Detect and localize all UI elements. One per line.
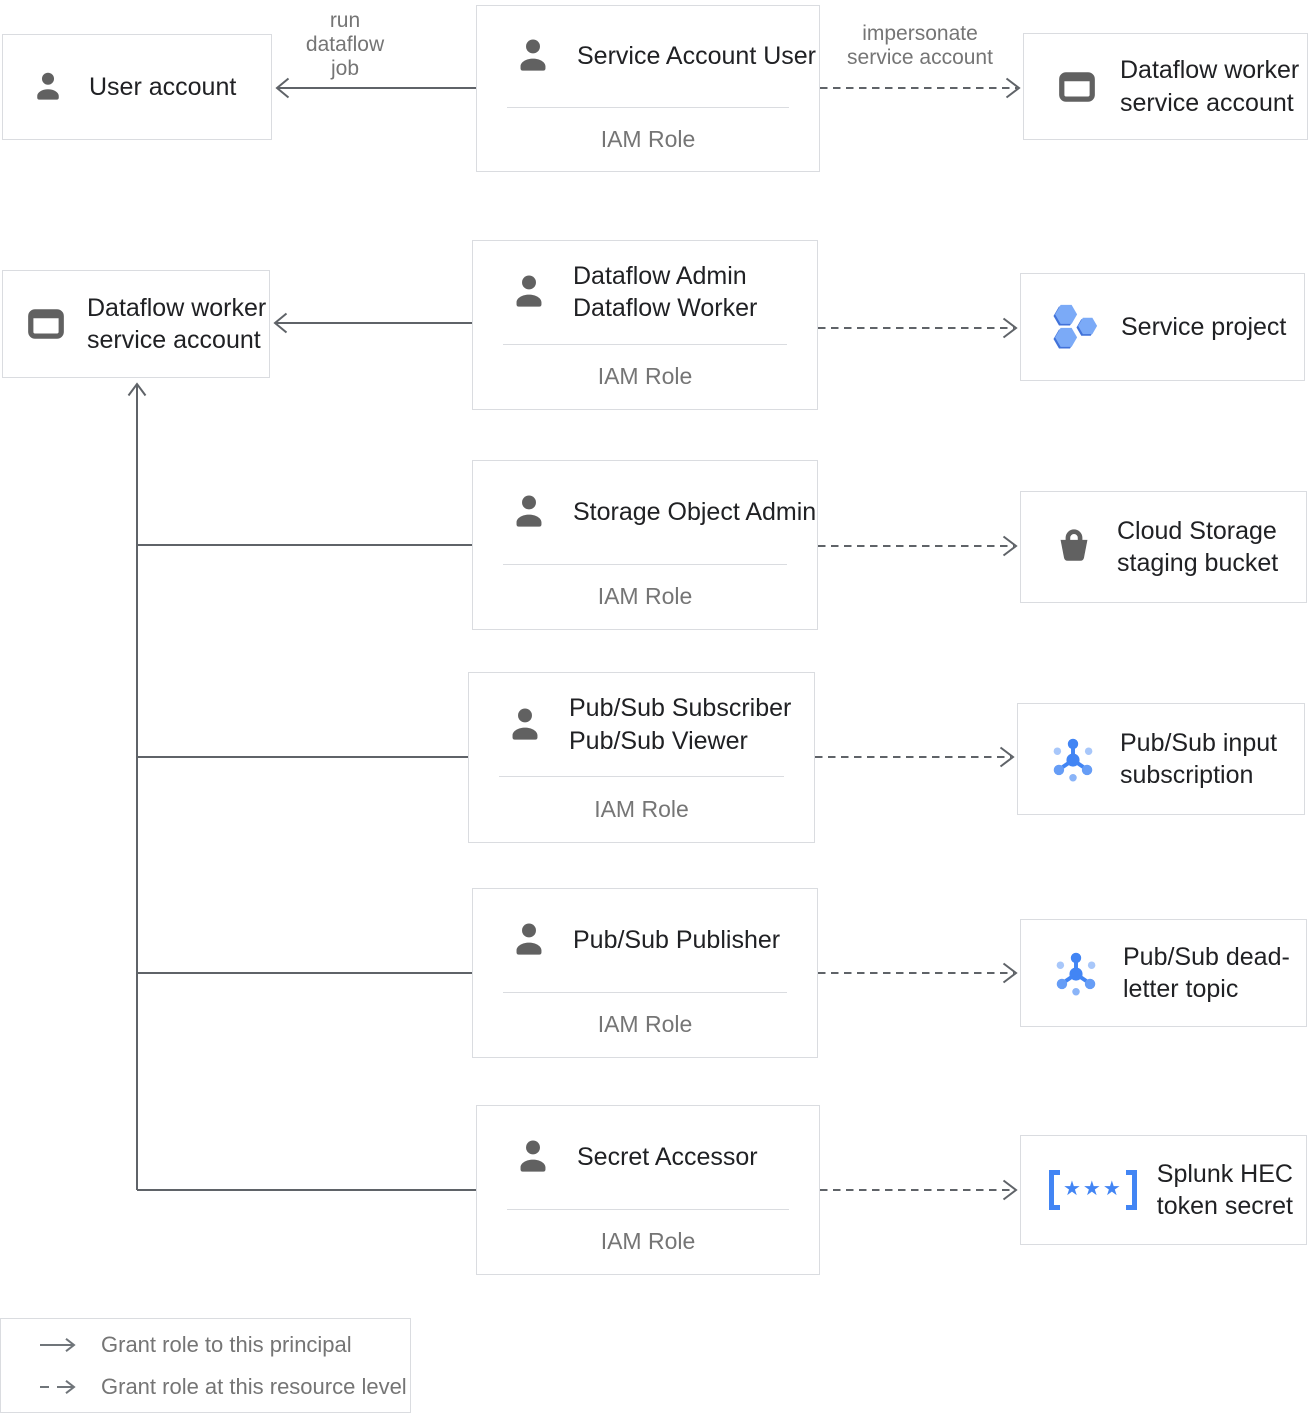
role-title-line: Pub/Sub Subscriber — [569, 694, 792, 723]
arrowhead-service-project — [1002, 317, 1018, 339]
bracket-right — [1125, 1170, 1137, 1210]
role-box-service-account-user: Service Account User IAM Role — [476, 5, 820, 172]
role-box-storage-object-admin: Storage Object Admin IAM Role — [472, 460, 818, 630]
role-title: Storage Object Admin — [573, 496, 816, 529]
role-main: Pub/Sub Subscriber Pub/Sub Viewer — [469, 673, 814, 776]
role-title: Secret Accessor — [577, 1141, 758, 1174]
solid-arrow-icon — [37, 1335, 83, 1355]
arrowhead-input-subscription — [999, 746, 1015, 768]
role-box-pubsub-publisher: Pub/Sub Publisher IAM Role — [472, 888, 818, 1058]
role-title: Pub/Sub Subscriber Pub/Sub Viewer — [569, 692, 791, 757]
iam-role-label: IAM Role — [597, 583, 693, 610]
legend-label: Grant role to this principal — [101, 1331, 352, 1357]
storage-bucket-icon — [1053, 526, 1095, 568]
arrowhead-staging-bucket — [1002, 535, 1018, 557]
bracket-left — [1049, 1170, 1060, 1210]
legend-row-solid: Grant role to this principal — [37, 1332, 410, 1358]
pubsub-icon — [1051, 948, 1101, 998]
arrowhead-grant-tree — [127, 382, 147, 397]
divider — [507, 1208, 789, 1210]
service-account-icon — [1056, 66, 1098, 108]
divider — [503, 991, 787, 993]
dataflow-worker-sa-box-left: Dataflow worker service account — [2, 270, 270, 378]
resource-label: Pub/Sub dead-letter topic — [1123, 942, 1290, 1004]
secret-manager-icon: ★★★ — [1049, 1170, 1137, 1210]
edge-label-run-dataflow-job: run dataflow job — [305, 9, 385, 80]
cloud-storage-bucket-box: Cloud Storage staging bucket — [1020, 491, 1307, 603]
role-title: Service Account User — [577, 40, 816, 73]
resource-label: Dataflow worker service account — [1120, 56, 1300, 117]
secret-stars: ★★★ — [1063, 1178, 1123, 1200]
pubsub-input-subscription-box: Pub/Sub input subscription — [1017, 703, 1305, 815]
divider — [503, 343, 787, 345]
service-account-icon — [25, 303, 67, 345]
role-main: Pub/Sub Publisher — [473, 889, 817, 992]
legend: Grant role to this principal Grant role … — [0, 1318, 411, 1413]
iam-role-label: IAM Role — [597, 363, 693, 390]
iam-role-label: IAM Role — [600, 1228, 696, 1255]
role-main: Secret Accessor — [477, 1106, 819, 1209]
principal-label: Dataflow worker service account — [87, 293, 267, 355]
legend-label: Grant role at this resource level — [101, 1373, 407, 1399]
role-title-line: Service Account User — [577, 42, 816, 71]
role-box-secret-accessor: Secret Accessor IAM Role — [476, 1105, 820, 1275]
divider — [503, 563, 787, 565]
role-main: Service Account User — [477, 6, 819, 107]
role-title: Pub/Sub Publisher — [573, 924, 780, 957]
person-icon — [503, 703, 547, 747]
resource-label: Pub/Sub input subscription — [1120, 728, 1278, 790]
iam-role-label: IAM Role — [600, 125, 696, 152]
role-box-dataflow-admin-worker: Dataflow Admin Dataflow Worker IAM Role — [472, 240, 818, 410]
resource-label: Cloud Storage staging bucket — [1117, 516, 1279, 578]
dataflow-worker-sa-box-top: Dataflow worker service account — [1023, 33, 1308, 140]
resource-label: Splunk HEC token secret — [1156, 1159, 1293, 1221]
splunk-hec-token-secret-box: ★★★ Splunk HEC token secret — [1020, 1135, 1307, 1245]
role-title: Dataflow Admin Dataflow Worker — [573, 260, 757, 325]
arrowhead-impersonate — [1005, 77, 1021, 99]
role-title-line: Dataflow Worker — [573, 294, 758, 323]
user-account-label: User account — [89, 72, 237, 101]
pubsub-icon — [1048, 734, 1098, 784]
role-main: Dataflow Admin Dataflow Worker — [473, 241, 817, 344]
edge-label-impersonate: impersonate service account — [847, 22, 993, 69]
dashed-arrow-icon — [37, 1377, 83, 1397]
person-icon — [507, 918, 551, 962]
arrowhead-dead-letter-topic — [1002, 962, 1018, 984]
service-project-box: Service project — [1020, 273, 1305, 381]
resource-label: Service project — [1121, 312, 1287, 341]
divider — [507, 106, 789, 108]
arrowhead-token-secret — [1002, 1179, 1018, 1201]
legend-row-dashed: Grant role at this resource level — [37, 1374, 410, 1400]
divider — [499, 776, 784, 778]
person-icon — [507, 490, 551, 534]
role-box-pubsub-subscriber-viewer: Pub/Sub Subscriber Pub/Sub Viewer IAM Ro… — [468, 672, 815, 843]
arrowhead-grant-dataflow-admin — [273, 312, 288, 334]
role-title-line: Storage Object Admin — [573, 498, 817, 527]
person-icon — [29, 68, 67, 106]
user-account-box: User account — [2, 34, 272, 140]
arrowhead-run-dataflow-job — [275, 77, 290, 99]
project-hexagons-icon — [1051, 303, 1099, 351]
person-icon — [511, 34, 555, 78]
pubsub-dead-letter-topic-box: Pub/Sub dead-letter topic — [1020, 919, 1307, 1027]
iam-role-label: IAM Role — [594, 796, 689, 823]
role-title-line: Secret Accessor — [577, 1143, 758, 1172]
iam-role-label: IAM Role — [597, 1011, 693, 1038]
person-icon — [511, 1135, 555, 1179]
role-title-line: Pub/Sub Viewer — [569, 726, 748, 755]
role-title-line: Dataflow Admin — [573, 261, 747, 290]
person-icon — [507, 270, 551, 314]
role-main: Storage Object Admin — [473, 461, 817, 564]
role-title-line: Pub/Sub Publisher — [573, 926, 781, 955]
